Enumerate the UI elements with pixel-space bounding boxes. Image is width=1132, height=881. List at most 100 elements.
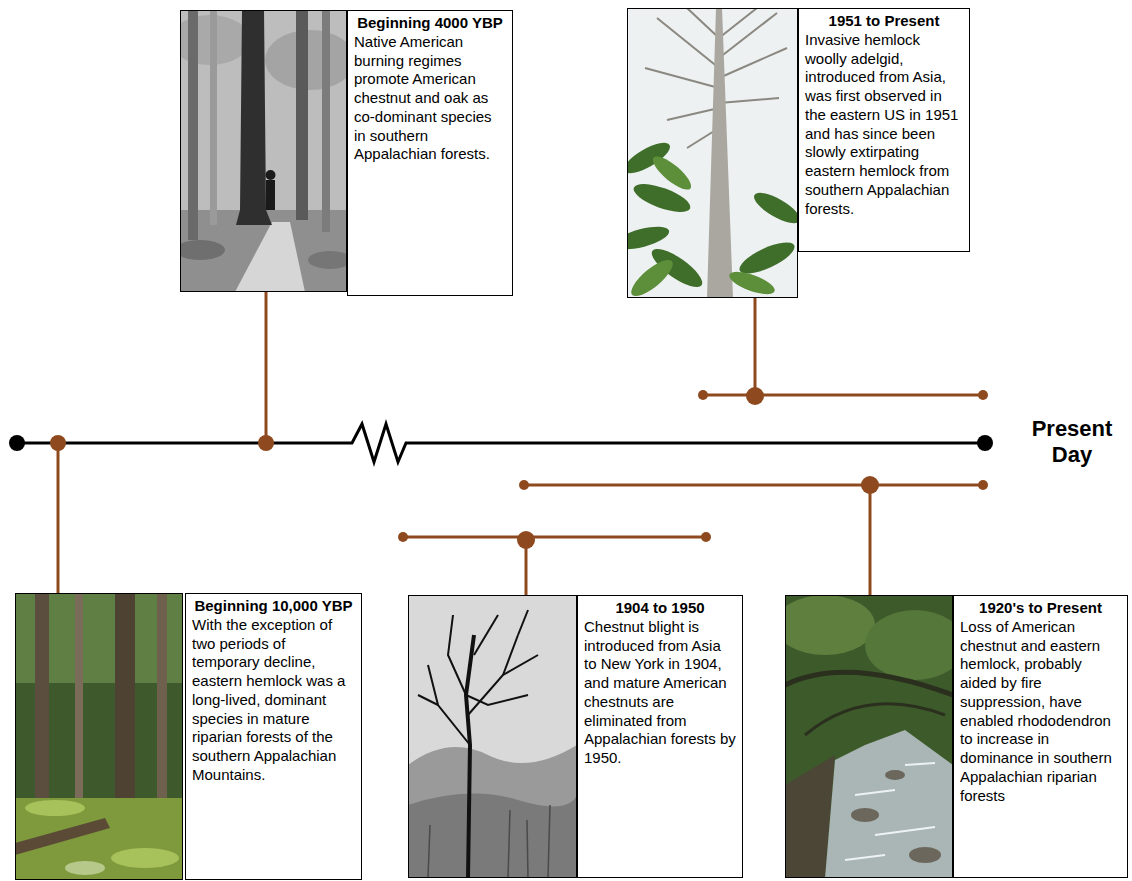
hemlock-photo-part-part: [727, 267, 778, 298]
timeline-part: [977, 435, 993, 451]
dead-chestnut-photo-part: [418, 610, 538, 745]
stream-photo-part: [909, 847, 941, 863]
timeline-dot-part: [746, 387, 764, 405]
timeline-dot-part: [519, 480, 529, 490]
dead-chestnut-photo-part: [408, 794, 577, 878]
timeline-stem: [58, 292, 983, 595]
event-date: Beginning 4000 YBP: [354, 14, 506, 33]
riparian-forest-photo-part: [157, 593, 167, 818]
dead-chestnut-photo-part-part: [448, 615, 466, 695]
dead-chestnut-photo-part-part: [548, 805, 550, 878]
dead-chestnut-photo-part-part: [428, 665, 470, 745]
hemlock-photo-part-part: [645, 68, 719, 88]
forest-photo-part: [308, 251, 352, 269]
stream-photo: [775, 595, 965, 878]
hemlock-photo-part-part: [667, 108, 719, 120]
timeline-dot-part: [861, 476, 879, 494]
dead-chestnut-photo-part: [408, 745, 577, 878]
riparian-forest-photo-part: [15, 818, 110, 855]
stream-photo-part: [865, 610, 965, 680]
riparian-forest-photo-part: [25, 800, 85, 816]
dead-chestnut-photo-part: [409, 596, 577, 878]
event-description: Loss of American chestnut and eastern he…: [960, 618, 1121, 806]
forest-photo: [170, 10, 355, 292]
timeline-stem-part: [57, 443, 60, 593]
hemlock-photo-part: [613, 137, 804, 293]
event-box: Beginning 4000 YBPNative American burnin…: [347, 10, 513, 296]
hemlock-photo-part-part: [719, 8, 757, 38]
timeline-stem-part: [403, 536, 706, 539]
hemlock-photo-part-part: [648, 151, 695, 194]
forest-photo-part: [322, 10, 330, 232]
timeline-dot-part: [258, 435, 274, 451]
dead-chestnut-photo-part-part: [508, 810, 510, 878]
timeline-dot-part: [978, 390, 988, 400]
dead-chestnut-photo-part-part: [503, 655, 538, 675]
dead-chestnut-photo-part-part: [418, 695, 438, 705]
stream-photo-part: [785, 672, 953, 695]
forest-photo-part: [188, 10, 198, 240]
riparian-forest-photo-part: [111, 848, 179, 868]
event-date: 1951 to Present: [805, 12, 963, 31]
stream-photo-part-part: [845, 855, 885, 860]
event-description: Invasive hemlock woolly adelgid, introdu…: [805, 31, 963, 219]
dead-chestnut-photo: [408, 595, 577, 878]
riparian-forest-photo: [15, 593, 183, 880]
forest-photo-part: [265, 30, 355, 90]
dead-chestnut-photo-part: [466, 635, 474, 878]
event-date: 1904 to 1950: [584, 599, 736, 618]
timeline-part: [340, 424, 985, 462]
timeline-part: [9, 435, 25, 451]
stream-photo-part: [825, 730, 953, 878]
hemlock-photo-part: [707, 8, 733, 298]
dead-chestnut-photo-part-part: [474, 615, 498, 655]
event-description: Native American burning regimes promote …: [354, 33, 506, 164]
forest-photo-part: [235, 222, 305, 292]
event-box: 1904 to 1950Chestnut blight is introduce…: [577, 595, 743, 878]
forest-photo-part: [210, 10, 217, 225]
timeline-end-label: Present Day: [1018, 416, 1126, 469]
stream-photo-part: [805, 704, 945, 735]
stream-photo-part: [786, 596, 953, 878]
timeline-dot-part: [50, 435, 66, 451]
riparian-forest-photo-part: [75, 593, 83, 813]
stream-photo-part: [845, 763, 935, 860]
hemlock-photo-part: [628, 9, 798, 298]
event-date: 1920's to Present: [960, 599, 1121, 618]
riparian-forest-photo-part: [15, 798, 183, 880]
timeline-stem-part: [703, 394, 983, 397]
riparian-forest-photo-part: [35, 593, 49, 823]
timeline-stem-part: [869, 485, 872, 595]
riparian-forest-photo-part: [15, 593, 183, 880]
hemlock-photo-part-part: [657, 18, 719, 68]
timeline-stem-part: [524, 484, 983, 487]
hemlock-photo-part: [626, 151, 777, 301]
stream-photo-part-part: [855, 790, 895, 795]
stream-photo-part-part: [905, 763, 935, 765]
stream-photo-part: [851, 808, 879, 822]
timeline-dot: [50, 387, 988, 549]
dead-chestnut-photo-part-part: [527, 820, 528, 878]
riparian-forest-photo-part: [65, 861, 105, 875]
forest-photo-part: [296, 10, 308, 220]
timeline-dot-part: [517, 531, 535, 549]
event-box: Beginning 10,000 YBPWith the exception o…: [185, 593, 362, 880]
dead-chestnut-photo-part-part: [518, 610, 528, 635]
stream-photo-part-part: [875, 827, 935, 835]
hemlock-photo: [613, 8, 804, 302]
forest-photo-part: [181, 11, 347, 292]
hemlock-photo-part-part: [613, 222, 672, 254]
hemlock-photo-part-part: [626, 254, 677, 301]
timeline-stem-part: [265, 292, 268, 443]
event-description: Chestnut blight is introduced from Asia …: [584, 618, 736, 768]
dead-chestnut-photo-part-part: [466, 695, 528, 705]
event-date: Beginning 10,000 YBP: [192, 597, 355, 616]
event-box: 1920's to PresentLoss of American chestn…: [953, 595, 1128, 878]
event-box: 1951 to PresentInvasive hemlock woolly a…: [798, 8, 970, 252]
forest-photo-part: [266, 170, 276, 180]
timeline-dot-part: [698, 390, 708, 400]
hemlock-photo-part-part: [719, 98, 779, 103]
hemlock-photo-part-part: [750, 187, 804, 229]
